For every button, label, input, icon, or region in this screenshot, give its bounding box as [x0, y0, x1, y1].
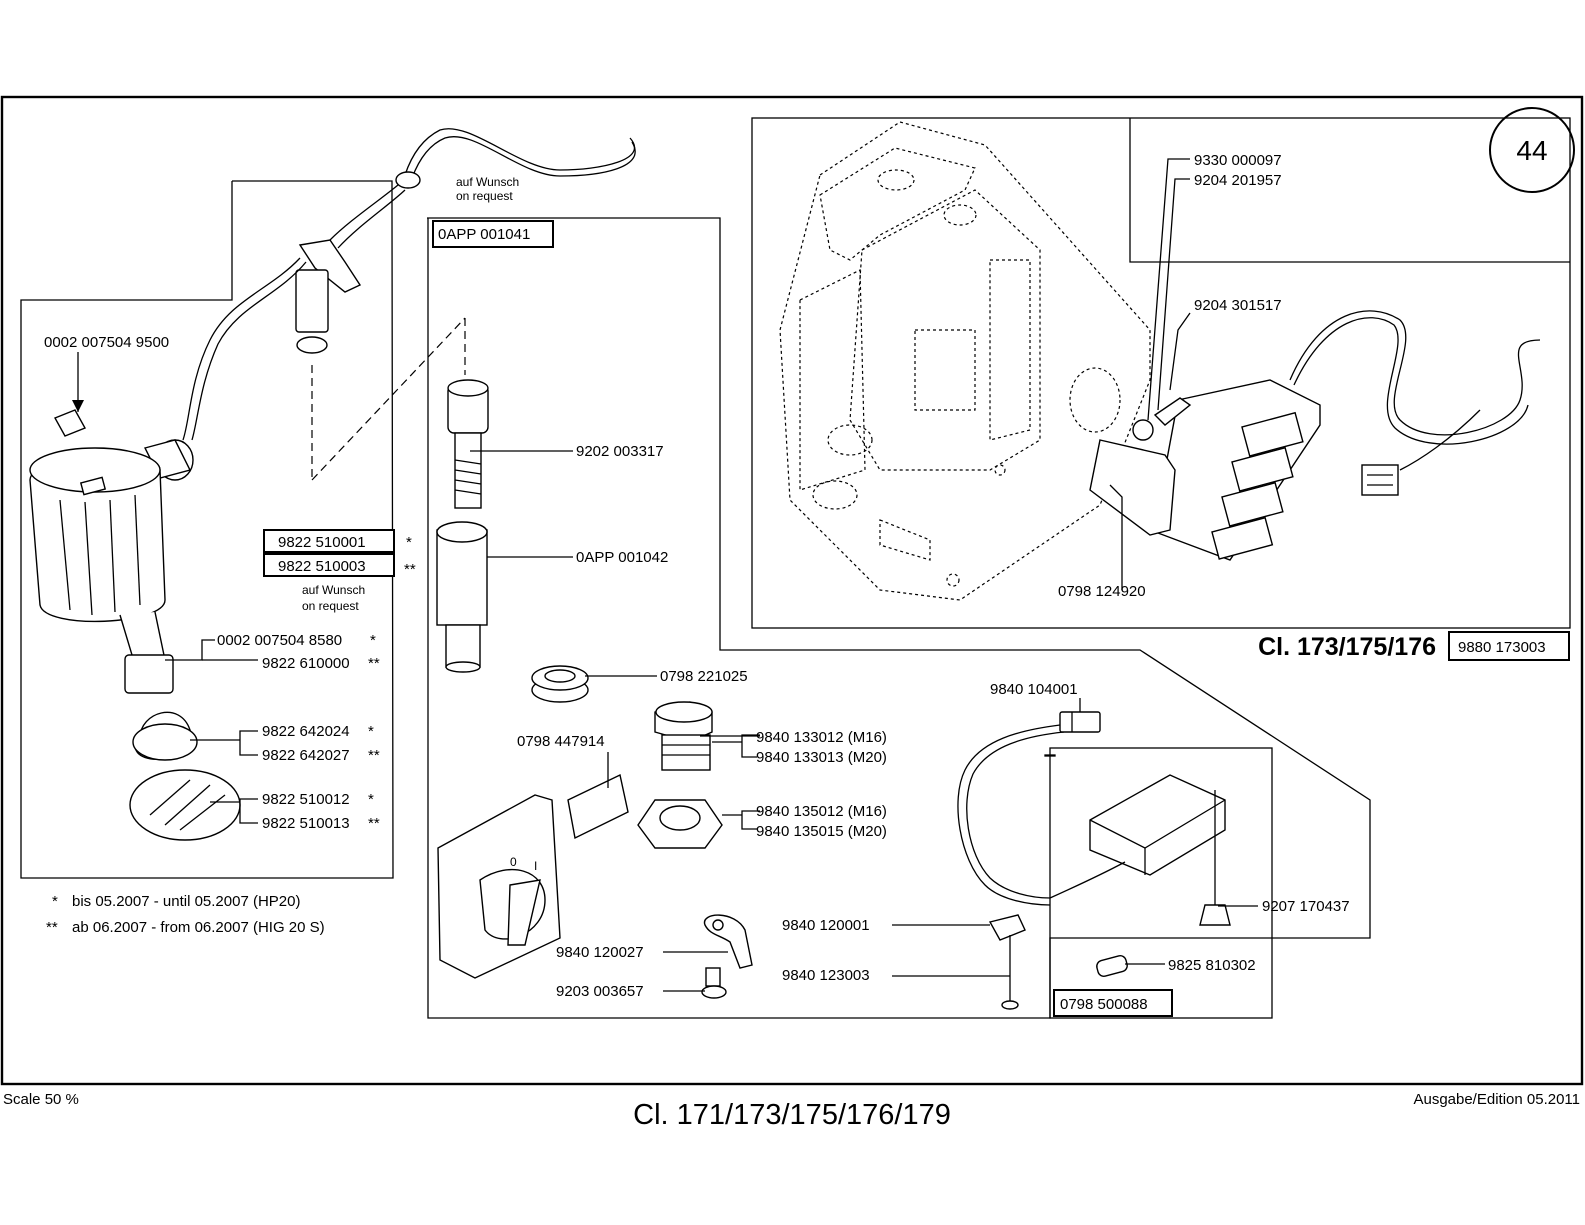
footer-scale: Scale 50 %: [3, 1091, 79, 1108]
sensor-group-drawing: [957, 711, 1273, 1019]
label-9822-510012: 9822 510012: [262, 791, 350, 808]
lamp-assembly-drawing: [29, 128, 636, 841]
label-9822-642027: 9822 642027: [262, 747, 350, 764]
request-note-top-en: on request: [456, 189, 513, 203]
sensor-leaders: [892, 698, 1258, 977]
marker-510013: **: [368, 815, 380, 832]
label-9840-133012: 9840 133012 (M16): [756, 729, 887, 746]
footnote-double-marker: **: [46, 919, 58, 936]
sensor-outer-frame: [1049, 747, 1273, 1019]
label-9202-003317: 9202 003317: [576, 443, 664, 460]
page-number: 44: [1516, 135, 1547, 166]
request-note-top-de: auf Wunsch: [456, 175, 519, 189]
switch-off-mark: 0: [510, 855, 517, 869]
kit-main-box: [432, 220, 554, 248]
label-9822-510013: 9822 510013: [262, 815, 350, 832]
label-0002-007504-8580: 0002 007504 8580: [217, 632, 342, 649]
machine-head-drawing: [779, 121, 1151, 601]
marker-8580: *: [370, 632, 376, 649]
request-note-mid-de: auf Wunsch: [302, 583, 365, 597]
footer-title: Cl. 171/173/175/176/179: [633, 1099, 951, 1131]
switch-bar-drawing: [1089, 310, 1541, 561]
label-9840-120027: 9840 120027: [556, 944, 644, 961]
label-9840-120001: 9840 120001: [782, 917, 870, 934]
kit-main-number: 0APP 001041: [438, 226, 530, 243]
footer-edition: Ausgabe/Edition 05.2011: [1413, 1091, 1580, 1108]
label-9203-003657: 9203 003657: [556, 983, 644, 1000]
label-9822-610000: 9822 610000: [262, 655, 350, 672]
footnote-single-marker: *: [52, 893, 58, 910]
request-note-mid-en: on request: [302, 599, 359, 613]
cable-b-marker: **: [404, 561, 416, 578]
cable-a-number: 9822 510001: [278, 534, 366, 551]
switch-on-mark: I: [534, 859, 537, 873]
left-group-outline: [20, 180, 394, 879]
label-0798-124920: 0798 124920: [1058, 583, 1146, 600]
label-9840-133013: 9840 133013 (M20): [756, 749, 887, 766]
sensor-box-frame: [1053, 989, 1173, 1017]
label-9840-104001: 9840 104001: [990, 681, 1078, 698]
label-9840-123003: 9840 123003: [782, 967, 870, 984]
label-0798-447914: 0798 447914: [517, 733, 605, 750]
inset-callout-outline: [1129, 118, 1570, 263]
label-0002-007504-9500: 0002 007504 9500: [44, 334, 169, 351]
inset-part-box: [1448, 631, 1570, 661]
sensor-box-number: 0798 500088: [1060, 996, 1148, 1013]
drawing-frame: [0, 95, 1584, 1086]
page-number-badge: 44: [1489, 107, 1575, 193]
label-9204-201957: 9204 201957: [1194, 172, 1282, 189]
cable-b-box: [263, 553, 395, 577]
kit-outline: [427, 217, 1371, 1019]
footnote-single-text: bis 05.2007 - until 05.2007 (HP20): [72, 893, 300, 910]
label-9822-642024: 9822 642024: [262, 723, 350, 740]
label-9840-135015: 9840 135015 (M20): [756, 823, 887, 840]
inset-frame: [751, 117, 1571, 629]
label-9204-301517: 9204 301517: [1194, 297, 1282, 314]
marker-610000: **: [368, 655, 380, 672]
label-9330-000097: 9330 000097: [1194, 152, 1282, 169]
label-9825-810302: 9825 810302: [1168, 957, 1256, 974]
kit-parts-drawing: [436, 379, 753, 999]
footnote-double-text: ab 06.2007 - from 06.2007 (HIG 20 S): [72, 919, 325, 936]
label-0798-221025: 0798 221025: [660, 668, 748, 685]
cable-a-box: [263, 529, 395, 553]
left-leaders: [72, 317, 466, 824]
inset-leaders: [1109, 158, 1191, 590]
label-9840-135012: 9840 135012 (M16): [756, 803, 887, 820]
kit-leaders: [470, 450, 760, 992]
label-0app-001042: 0APP 001042: [576, 549, 668, 566]
inset-class-label: Cl. 173/175/176: [1258, 633, 1436, 661]
inset-part-number: 9880 173003: [1458, 639, 1546, 656]
marker-642027: **: [368, 747, 380, 764]
label-9207-170437: 9207 170437: [1262, 898, 1350, 915]
marker-642024: *: [368, 723, 374, 740]
cable-b-number: 9822 510003: [278, 558, 366, 575]
marker-510012: *: [368, 791, 374, 808]
cable-a-marker: *: [406, 534, 412, 551]
